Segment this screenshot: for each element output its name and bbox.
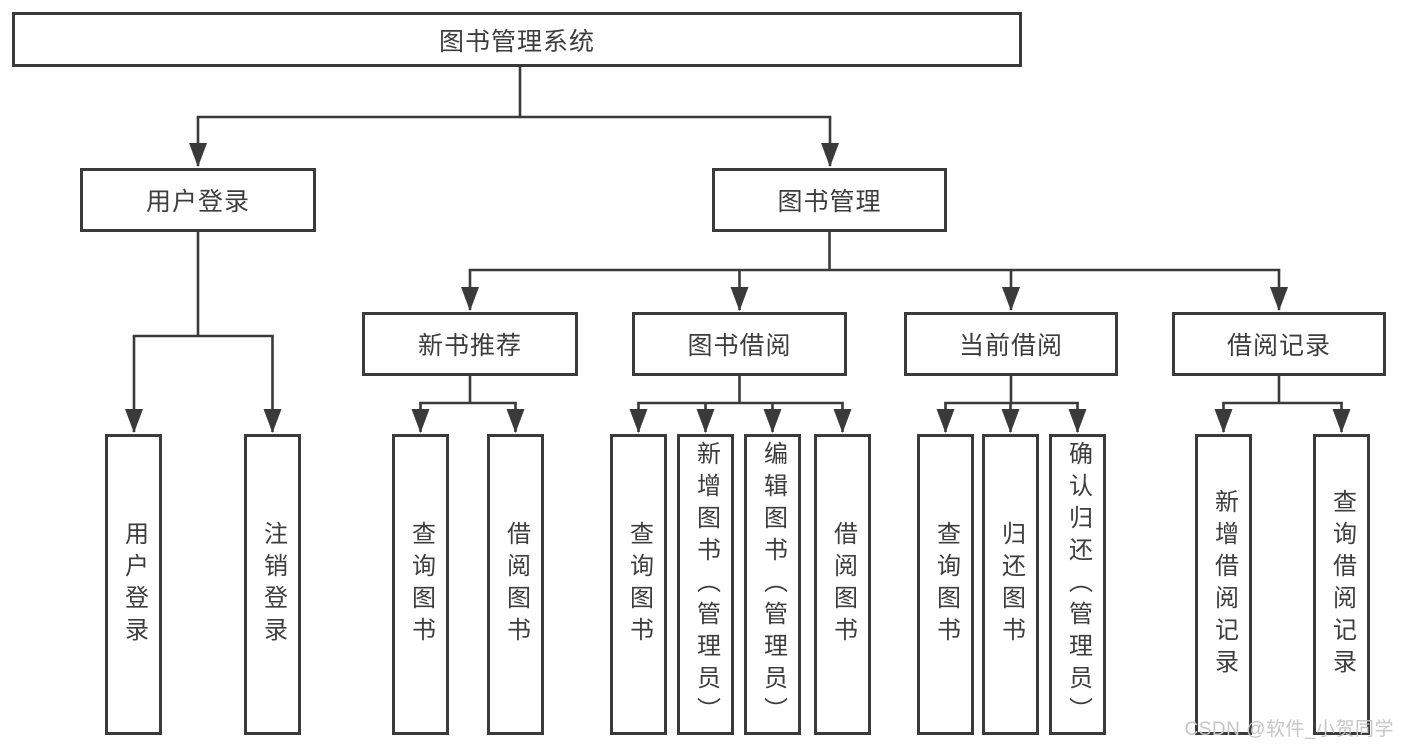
leaf-confirm-return-admin: 确认归还（管理员） [1049,434,1106,735]
leaf-confirm-return-admin-label: 确认归还（管理员） [1064,440,1092,729]
leaf-add-book-admin-label: 新增图书（管理员） [692,440,720,729]
node-current-borrow-label: 当前借阅 [958,332,1063,360]
csdn-watermark: CSDN @软件_小贺同学 [1184,719,1394,740]
node-current-borrow: 当前借阅 [904,312,1118,376]
leaf-return-book: 归还图书 [982,434,1039,735]
leaf-query-books-current: 查询图书 [917,434,974,735]
node-user-login-label: 用户登录 [145,188,250,216]
leaf-borrow-books: 借阅图书 [814,434,871,735]
node-root: 图书管理系统 [12,12,1022,67]
leaf-return-book-label: 归还图书 [997,520,1025,649]
leaf-query-books-recommend-label: 查询图书 [407,520,435,649]
leaf-user-login-label: 用户登录 [120,520,148,649]
leaf-add-book-admin: 新增图书（管理员） [677,434,734,735]
leaf-logout: 注销登录 [244,434,301,735]
leaf-borrow-books-label: 借阅图书 [829,520,857,649]
leaf-query-books-borrow: 查询图书 [610,434,667,735]
leaf-user-login: 用户登录 [105,434,162,735]
node-new-book-recommend: 新书推荐 [362,312,578,376]
leaf-query-borrow-record: 查询借阅记录 [1313,434,1370,735]
leaf-borrow-books-recommend-label: 借阅图书 [502,520,530,649]
leaf-edit-book-admin: 编辑图书（管理员） [744,434,801,735]
node-book-borrow: 图书借阅 [632,312,847,376]
node-new-book-recommend-label: 新书推荐 [417,332,522,360]
node-book-management: 图书管理 [712,168,947,232]
leaf-query-borrow-record-label: 查询借阅记录 [1328,488,1356,681]
leaf-edit-book-admin-label: 编辑图书（管理员） [759,440,787,729]
leaf-add-borrow-record-label: 新增借阅记录 [1210,488,1238,681]
leaf-borrow-books-recommend: 借阅图书 [487,434,544,735]
leaf-query-books-current-label: 查询图书 [932,520,960,649]
node-borrow-records: 借阅记录 [1172,312,1386,376]
leaf-query-books-recommend: 查询图书 [392,434,449,735]
node-root-label: 图书管理系统 [438,27,595,56]
leaf-logout-label: 注销登录 [259,520,287,649]
leaf-query-books-borrow-label: 查询图书 [625,520,653,649]
node-book-borrow-label: 图书借阅 [687,332,792,360]
node-user-login: 用户登录 [80,168,316,232]
node-borrow-records-label: 借阅记录 [1226,332,1331,360]
leaf-add-borrow-record: 新增借阅记录 [1195,434,1252,735]
node-book-management-label: 图书管理 [777,188,882,216]
